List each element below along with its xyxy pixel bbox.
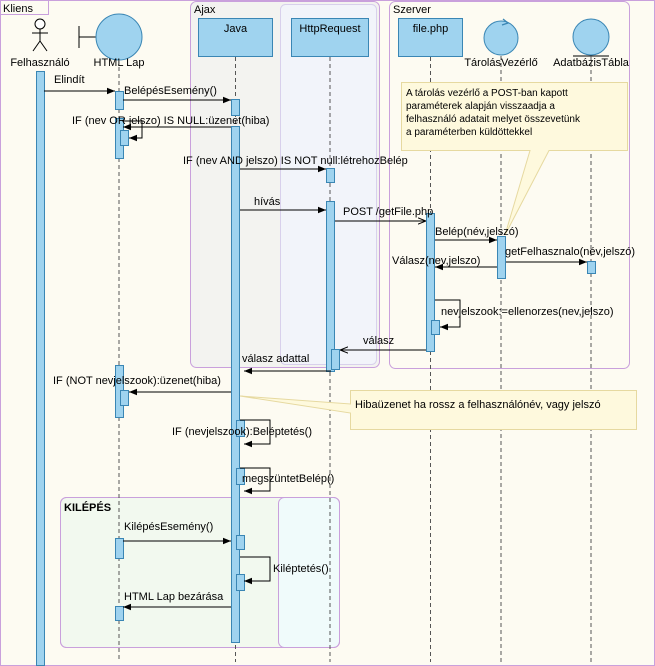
actor-head-icon <box>34 18 46 30</box>
msg-hivas: hívás <box>254 196 281 208</box>
msg-kilepes-esemeny: KilépésEsemény() <box>124 521 213 533</box>
participant-label-java: Java <box>224 23 248 35</box>
participant-tarolas-vezerlo[interactable]: TárolásVezérlő <box>464 18 538 69</box>
participant-label-file-php: file.php <box>413 23 448 35</box>
msg-belep: Belép(név,jelszó) <box>435 226 519 238</box>
msg-get-felhasznalo: getFelhasznalo(név,jelszó) <box>505 246 635 258</box>
control-icon <box>483 20 519 56</box>
participant-felhasznalo[interactable]: Felhasználó <box>10 18 70 69</box>
note-hibauzenet: Hibaüzenet ha rossz a felhasználónév, va… <box>239 390 637 430</box>
msg-uzenet-hiba-not: IF (NOT nevjelszook):üzenet(hiba) <box>53 375 221 387</box>
participant-java[interactable]: Java <box>198 18 273 57</box>
note-line-3: felhasználó adatait melyet összevetünk <box>406 114 581 125</box>
participant-label-httprequest: HttpRequest <box>299 23 360 35</box>
participant-html-lap[interactable]: HTML Lap <box>78 13 144 69</box>
note-hibauzenet-text: Hibaüzenet ha rossz a felhasználónév, va… <box>355 399 601 411</box>
msg-beleptetes: IF (nevjelszook):Beléptetés() <box>172 426 312 438</box>
msg-kileptetes: Kiléptetés() <box>273 563 329 575</box>
szerver-frame-label: Szerver <box>393 4 431 16</box>
boundary-icon <box>95 13 143 61</box>
message-arrows <box>44 87 587 611</box>
kilepes-frame-label: KILÉPÉS <box>64 501 111 514</box>
msg-valasz-adattal: válasz adattal <box>242 353 309 365</box>
msg-uzenet-hiba-null: IF (nev OR jelszo) IS NULL:üzenet(hiba) <box>72 115 269 127</box>
msg-letrehoz-belep: IF (nev AND jelszo) IS NOT null:létrehoz… <box>183 155 408 167</box>
note-line-4: a paraméterben küldöttekkel <box>406 127 532 138</box>
note-line-2: paraméterek alapján visszaadja a <box>406 101 555 112</box>
activation-bars <box>36 71 596 666</box>
note-tarolas: A tárolás vezérlő a POST-ban kapott para… <box>401 82 628 236</box>
participant-httprequest[interactable]: HttpRequest <box>291 18 369 57</box>
message-labels: Elindít BelépésEsemény() IF (nev OR jels… <box>53 74 635 603</box>
msg-valasz: válasz <box>363 335 394 347</box>
msg-belepes-esemeny: BelépésEsemény() <box>124 85 217 97</box>
ajax-frame-label: Ajax <box>194 4 216 16</box>
msg-ellenorzes: nevjelszook:=ellenorzes(nev,jelszo) <box>441 306 614 318</box>
msg-elindit: Elindít <box>54 74 85 86</box>
note-line-1: A tárolás vezérlő a POST-ban kapott <box>406 88 568 99</box>
participant-file-php[interactable]: file.php <box>398 18 463 57</box>
participant-label-felhasznalo: Felhasználó <box>10 57 69 69</box>
kliens-frame-label: Kliens <box>3 3 33 15</box>
msg-valasz-nev-jelszo: Válasz(nev,jelszo) <box>392 255 480 267</box>
entity-icon <box>572 18 610 56</box>
msg-megszuntet-belep: megszüntetBelép() <box>242 473 334 485</box>
msg-post-getfile: POST /getFile.php <box>343 206 433 218</box>
msg-html-lap-bezarasa: HTML Lap bezárása <box>124 591 224 603</box>
